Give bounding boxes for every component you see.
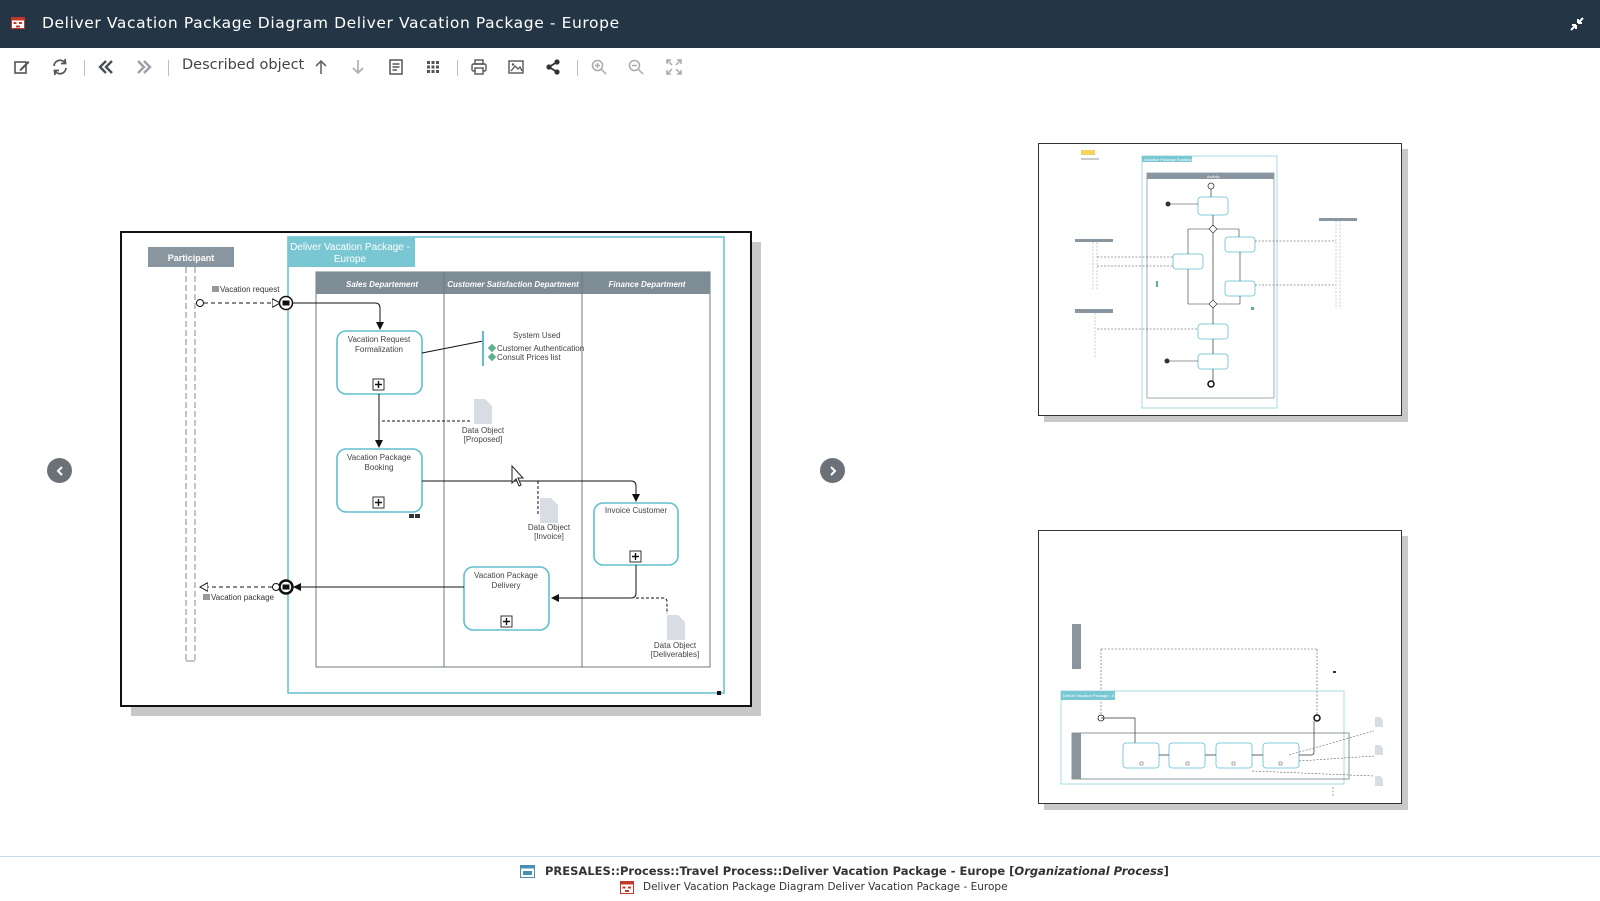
- move-down-button[interactable]: [345, 54, 371, 80]
- next-diagram-button[interactable]: [820, 458, 845, 483]
- fit-to-screen-button[interactable]: [661, 54, 687, 80]
- described-object-label[interactable]: Described object: [182, 57, 305, 73]
- data-object-proposed[interactable]: [474, 399, 492, 424]
- data-object-invoice-line1: Data Object: [528, 523, 571, 532]
- move-up-button[interactable]: [308, 54, 334, 80]
- previous-button[interactable]: [93, 54, 119, 80]
- task-vacation-package-delivery[interactable]: [463, 566, 550, 631]
- thumbnail-diagram-booking[interactable]: Vacation Package Booking Activity: [1038, 143, 1402, 416]
- system-used-title: System Used: [513, 331, 561, 340]
- data-object-proposed-line1: Data Object: [462, 426, 505, 435]
- task4-label-line1: Invoice Customer: [605, 506, 668, 515]
- double-chevron-right-icon: [137, 60, 152, 74]
- expand-icon: [666, 59, 682, 75]
- process-icon: [520, 865, 535, 878]
- arrow-up-icon: [315, 59, 327, 74]
- mouse-cursor-icon: [511, 464, 525, 487]
- footer-status: PRESALES::Process::Travel Process::Deliv…: [0, 856, 1600, 901]
- system-item-consult-prices: Consult Prices list: [497, 353, 561, 362]
- zoom-out-button[interactable]: [623, 54, 649, 80]
- toolbar: [0, 48, 1600, 86]
- message-in-label: Vacation request: [220, 285, 280, 294]
- previous-diagram-button[interactable]: [47, 458, 72, 483]
- task1-label-line2: Formalization: [355, 345, 403, 354]
- thumbnail-diagram-europe[interactable]: Deliver Vacation Package - EU: [1038, 530, 1402, 804]
- pool-title-line2: Europe: [334, 254, 367, 265]
- refresh-icon: [53, 58, 67, 76]
- pool-title-line1: Deliver Vacation Package -: [290, 242, 410, 253]
- document-list-icon: [389, 59, 403, 75]
- data-object-deliverables-line1: Data Object: [654, 641, 697, 650]
- system-item-customer-authentication: Customer Authentication: [497, 344, 584, 353]
- edit-button[interactable]: [9, 54, 35, 80]
- task2-label-line2: Booking: [365, 463, 394, 472]
- task1-label-line1: Vacation Request: [348, 335, 411, 344]
- chevron-left-icon: [56, 465, 63, 476]
- printer-icon: [471, 59, 487, 75]
- data-object-proposed-line2: [Proposed]: [464, 435, 503, 444]
- data-object-deliverables[interactable]: [667, 615, 685, 640]
- diagram-icon: [11, 17, 25, 29]
- double-chevron-left-icon: [98, 60, 113, 74]
- task3-label-line1: Vacation Package: [474, 571, 538, 580]
- share-icon: [546, 59, 560, 75]
- lane-header-finance: Finance Department: [609, 280, 686, 289]
- arrow-down-icon: [352, 60, 364, 75]
- data-object-invoice[interactable]: [540, 498, 558, 523]
- participant-label: Participant: [168, 253, 215, 263]
- pool-header: [288, 237, 415, 267]
- object-type: Organizational Process: [1014, 864, 1164, 878]
- task2-label-line1: Vacation Package: [347, 453, 411, 462]
- image-icon: [508, 60, 524, 74]
- thumb-top-label2: Activity: [1207, 174, 1220, 179]
- thumb-top-label1: Vacation Package Booking: [1144, 157, 1192, 162]
- lane-header-customer-satisfaction: Customer Satisfaction Department: [447, 280, 579, 289]
- main-diagram[interactable]: Participant Deliver Vacation Package - E…: [120, 231, 770, 730]
- data-object-deliverables-line2: [Deliverables]: [651, 650, 699, 659]
- grid-view-button[interactable]: [420, 54, 446, 80]
- share-button[interactable]: [540, 54, 566, 80]
- title-bar: Deliver Vacation Package Diagram Deliver…: [0, 0, 1600, 48]
- message-out-label: Vacation package: [211, 593, 275, 602]
- zoom-out-icon: [628, 59, 644, 75]
- edit-icon: [14, 61, 30, 74]
- collapse-icon[interactable]: [1568, 15, 1586, 33]
- lane-header-sales: Sales Departement: [346, 280, 418, 289]
- task3-label-line2: Delivery: [492, 581, 521, 590]
- next-button[interactable]: [131, 54, 157, 80]
- zoom-in-icon: [591, 59, 607, 75]
- zoom-in-button[interactable]: [586, 54, 612, 80]
- data-object-invoice-line2: [Invoice]: [534, 532, 564, 541]
- export-image-button[interactable]: [503, 54, 529, 80]
- chevron-right-icon: [829, 465, 836, 476]
- object-path[interactable]: PRESALES::Process::Travel Process::Deliv…: [545, 864, 1169, 878]
- window-title: Deliver Vacation Package Diagram Deliver…: [42, 14, 620, 32]
- diagram-name[interactable]: Deliver Vacation Package Diagram Deliver…: [643, 881, 1008, 893]
- participant-header: [148, 247, 234, 267]
- grid-icon: [427, 61, 439, 73]
- thumb-bottom-label1: Deliver Vacation Package - EU: [1063, 693, 1118, 698]
- print-button[interactable]: [466, 54, 492, 80]
- properties-button[interactable]: [383, 54, 409, 80]
- refresh-button[interactable]: [47, 54, 73, 80]
- diagram-icon: [620, 881, 634, 894]
